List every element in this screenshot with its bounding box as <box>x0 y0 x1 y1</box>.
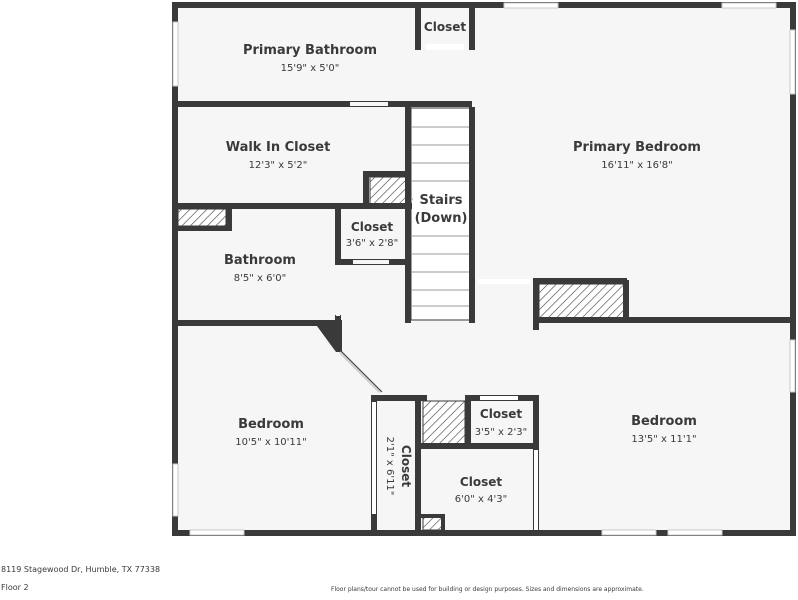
room-dims-closet-hall: 3'6" x 2'8" <box>346 238 398 249</box>
room-name-primary-bedroom: Primary Bedroom <box>573 140 701 155</box>
floor-label: Floor 2 <box>1 583 29 592</box>
floor-area <box>174 4 792 534</box>
door-openings <box>336 44 538 530</box>
room-dims-walk-in-closet: 12'3" x 5'2" <box>249 160 308 171</box>
room-name-bedroom-right: Bedroom <box>631 414 697 429</box>
room-labels: Primary Bathroom 15'9" x 5'0" Closet Pri… <box>224 20 701 505</box>
room-dims-closet-vertical: 2'1" x 6'11" <box>384 437 395 496</box>
room-dims-closet-mid: 3'5" x 2'3" <box>475 427 527 438</box>
room-dims-closet-lower: 6'0" x 4'3" <box>455 494 507 505</box>
room-name-closet-top: Closet <box>424 20 466 34</box>
room-name-closet-hall: Closet <box>351 220 393 234</box>
room-dims-bedroom-left: 10'5" x 10'11" <box>235 437 307 448</box>
property-address: 8119 Stagewood Dr, Humble, TX 77338 <box>1 565 161 574</box>
diagonal-wall <box>338 350 382 394</box>
room-dims-primary-bedroom: 16'11" x 16'8" <box>601 160 673 171</box>
room-name-closet-vertical: Closet <box>399 445 413 487</box>
room-name-bedroom-left: Bedroom <box>238 417 304 432</box>
room-dims-bedroom-right: 13'5" x 11'1" <box>631 434 696 445</box>
room-name-primary-bathroom: Primary Bathroom <box>243 43 377 58</box>
room-name-bathroom: Bathroom <box>224 253 296 268</box>
room-dims-bathroom: 8'5" x 6'0" <box>234 273 286 284</box>
room-dims-primary-bathroom: 15'9" x 5'0" <box>281 63 340 74</box>
room-name-closet-mid: Closet <box>480 407 522 421</box>
room-name-stairs: Stairs <box>420 193 463 208</box>
room-name-walk-in-closet: Walk In Closet <box>226 140 331 155</box>
room-name-stairs-direction: (Down) <box>415 211 468 226</box>
disclaimer-text: Floor plans/tour cannot be used for buil… <box>331 586 644 593</box>
room-name-closet-lower: Closet <box>460 475 502 489</box>
windows <box>172 2 796 536</box>
